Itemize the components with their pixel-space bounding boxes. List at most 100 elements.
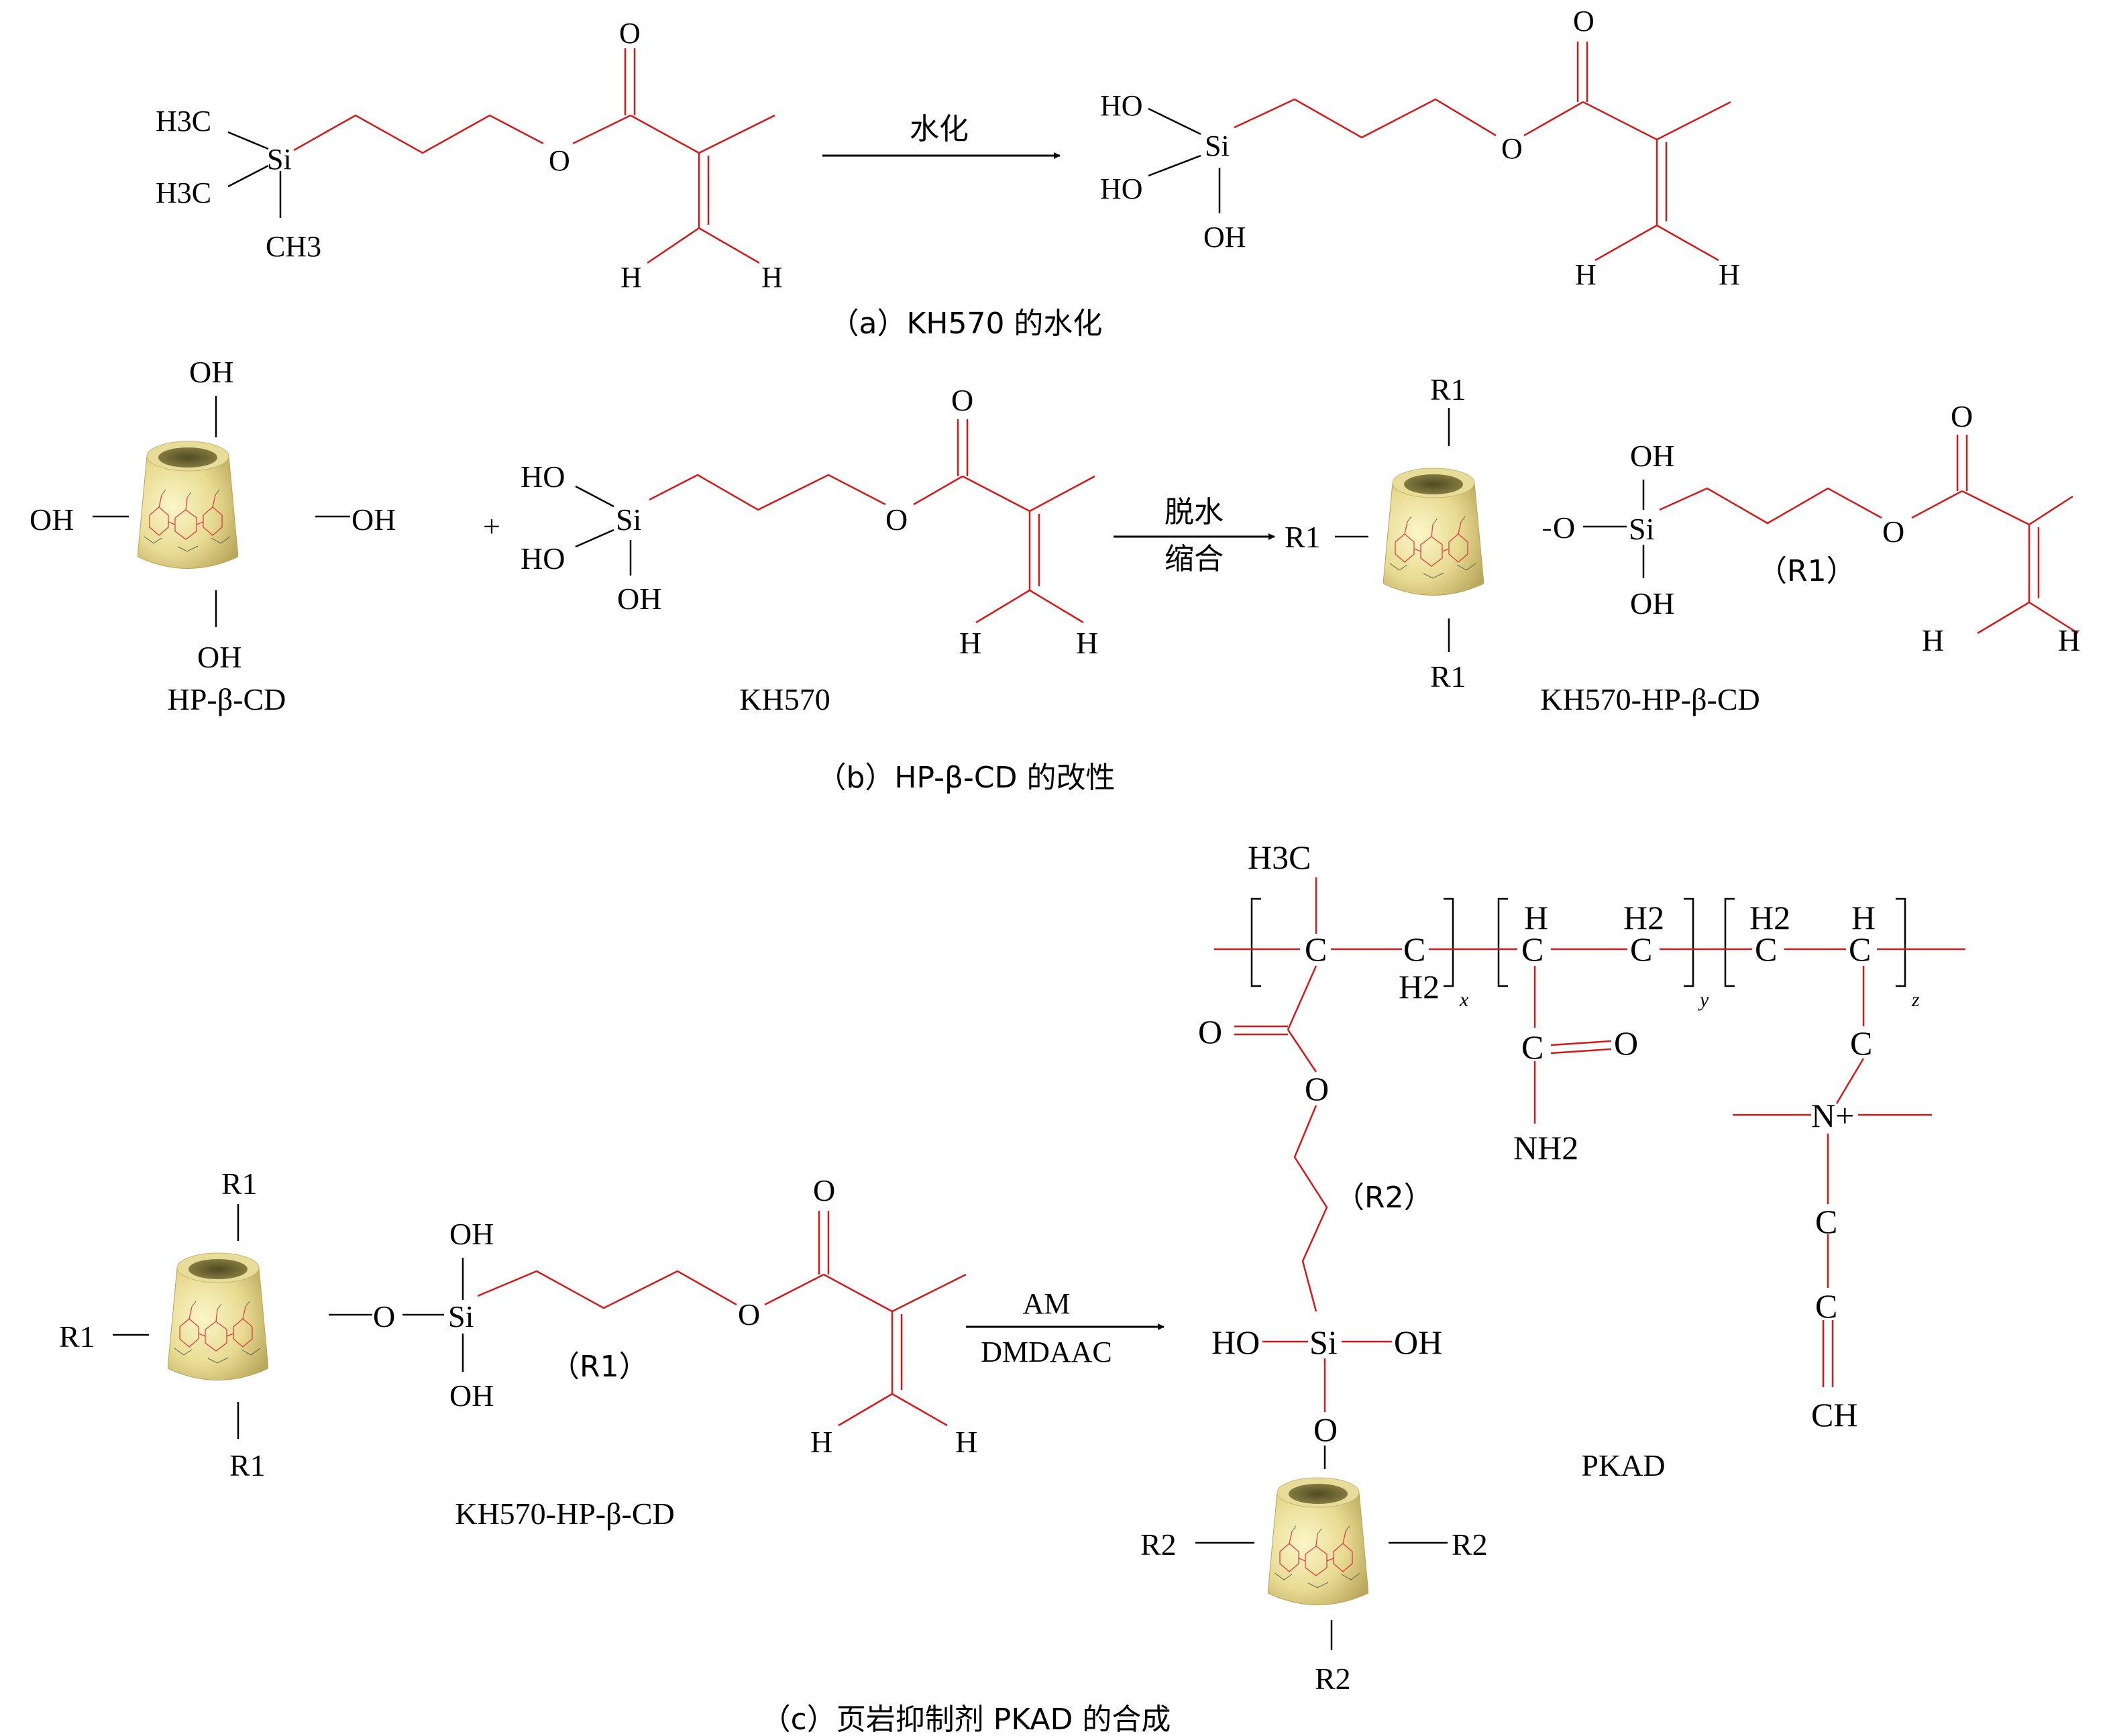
- panel-a-product: HO HO OH Si O O H H: [1100, 5, 1740, 291]
- silicon-atom: Si: [1629, 512, 1654, 546]
- methyl-label: CH3: [266, 230, 321, 263]
- compound-name: KH570-HP-β-CD: [455, 1497, 675, 1531]
- ester-oxygen: O: [738, 1297, 760, 1332]
- r2-label: R2: [1140, 1527, 1177, 1562]
- carbon-atom: C: [1755, 930, 1777, 968]
- r2-group-tag: （R2）: [1335, 1181, 1433, 1215]
- carbon-atom: C: [1850, 1024, 1872, 1062]
- vinyl-hydrogen: H: [1719, 258, 1740, 291]
- linking-oxygen: O: [1313, 1411, 1338, 1448]
- r1-group-tag: （R1）: [550, 1350, 649, 1384]
- arrow-label: 脱水: [1164, 495, 1224, 529]
- carbon-atom: C: [1815, 1203, 1837, 1240]
- methyl-label: H3C: [1248, 838, 1311, 876]
- vinyl-hydrogen: H: [959, 626, 981, 660]
- compound-name: PKAD: [1581, 1448, 1665, 1482]
- carbonyl-oxygen: O: [1198, 1013, 1222, 1050]
- caption-b: （b）HP-β-CD 的改性: [816, 761, 1115, 795]
- carbonyl-oxygen: O: [951, 383, 973, 417]
- ammonium-nitrogen: N+: [1811, 1097, 1854, 1134]
- panel-b: OH OH OH OH HP-β-CD +: [30, 355, 2080, 795]
- carbon-atom: C: [1521, 1028, 1543, 1066]
- methine-label: CH: [1811, 1396, 1857, 1433]
- hydroxyl-label: OH: [449, 1378, 494, 1413]
- subscript-z: z: [1911, 989, 1920, 1011]
- hydroxyl-label: OH: [1394, 1323, 1442, 1361]
- silicon-atom: Si: [1309, 1323, 1338, 1361]
- arrow-label: DMDAAC: [981, 1336, 1112, 1368]
- panel-a-reactant: H3C H3C CH3 Si O O H H: [156, 17, 783, 294]
- compound-name: KH570-HP-β-CD: [1540, 682, 1760, 716]
- plus-sign: +: [483, 509, 500, 543]
- vinyl-hydrogen: H: [1076, 626, 1098, 660]
- silicon-atom: Si: [1205, 129, 1230, 162]
- r1-label: R1: [1430, 372, 1466, 406]
- hydroxyl-label: OH: [189, 355, 233, 389]
- carbon-atom: C: [1403, 930, 1425, 968]
- vinyl-hydrogen: H: [810, 1425, 832, 1459]
- carbon-atom: C: [1815, 1287, 1837, 1325]
- carbon-atom: C: [1630, 930, 1652, 968]
- vinyl-hydrogen: H: [1575, 258, 1596, 291]
- hydroxyl-label: OH: [1630, 586, 1674, 620]
- ester-oxygen: O: [1305, 1070, 1329, 1107]
- hpbcd-molecule: OH OH OH OH HP-β-CD: [30, 355, 396, 716]
- linking-oxygen: O: [373, 1299, 395, 1334]
- pkad-polymer: H3C C C H2 x H C H2 C y H2 C H C z O O （…: [1140, 838, 1965, 1696]
- carbon-atom: C: [1305, 930, 1327, 968]
- methylene-h2: H2: [1399, 968, 1440, 1006]
- caption-c: （c）页岩抑制剂 PKAD 的合成: [761, 1702, 1171, 1736]
- carbonyl-oxygen: O: [1573, 5, 1594, 38]
- methylene-h2: H2: [1749, 899, 1790, 936]
- methylene-h2: H2: [1623, 899, 1664, 936]
- compound-name: KH570: [739, 682, 830, 716]
- r2-label: R2: [1315, 1662, 1351, 1696]
- hydroxyl-label: OH: [617, 582, 661, 616]
- hydroxyl-label: OH: [1630, 439, 1674, 473]
- carbon-atom: C: [1849, 930, 1871, 968]
- hydroxyl-label: HO: [1100, 89, 1143, 122]
- silicon-atom: Si: [448, 1299, 474, 1334]
- r1-label: R1: [1285, 520, 1321, 554]
- silicon-atom: Si: [616, 502, 641, 537]
- cyclodextrin-cup: [1383, 468, 1484, 596]
- linking-oxygen: O: [1553, 510, 1575, 545]
- kh570-molecule: HO HO OH Si O O H H KH570: [521, 383, 1098, 716]
- r1-label: R1: [59, 1319, 95, 1354]
- hydroxyl-label: OH: [30, 502, 74, 537]
- subscript-x: x: [1459, 989, 1469, 1011]
- hydroxyl-label: HO: [521, 459, 565, 494]
- arrow-label: 水化: [910, 112, 969, 146]
- vinyl-hydrogen: H: [761, 261, 783, 294]
- panel-c-reactant: R1 R1 R1 O Si OH OH （R1） O O H H KH570-H…: [59, 1167, 977, 1531]
- r1-label: R1: [221, 1167, 258, 1201]
- r1-group-tag: （R1）: [1757, 554, 1856, 588]
- vinyl-hydrogen: H: [1922, 623, 1944, 657]
- compound-name: HP-β-CD: [168, 682, 286, 716]
- amide-oxygen: O: [1614, 1024, 1638, 1062]
- subscript-y: y: [1698, 989, 1709, 1011]
- carbonyl-oxygen: O: [813, 1173, 835, 1207]
- hydroxyl-label: OH: [197, 640, 241, 674]
- ester-oxygen: O: [1501, 132, 1523, 165]
- hydroxyl-label: HO: [521, 541, 565, 576]
- panel-a: H3C H3C CH3 Si O O H H 水化: [156, 5, 1740, 341]
- hydrogen-label: H: [1851, 899, 1876, 936]
- silicon-atom: Si: [267, 143, 292, 176]
- carbonyl-oxygen: O: [619, 17, 641, 50]
- vinyl-hydrogen: H: [2058, 623, 2080, 657]
- hydroxyl-label: OH: [351, 502, 396, 537]
- panel-c: R1 R1 R1 O Si OH OH （R1） O O H H KH570-H…: [59, 838, 1965, 1736]
- hydroxyl-label: HO: [1211, 1323, 1260, 1361]
- r1-label: R1: [1430, 659, 1466, 694]
- carbonyl-oxygen: O: [1951, 399, 1973, 433]
- amine-label: NH2: [1513, 1129, 1578, 1167]
- r2-label: R2: [1452, 1527, 1488, 1562]
- hydroxyl-label: HO: [1100, 172, 1143, 205]
- cyclodextrin-cup: [138, 441, 238, 569]
- methyl-label: H3C: [156, 105, 211, 138]
- vinyl-hydrogen: H: [620, 261, 642, 294]
- carbon-atom: C: [1521, 930, 1543, 968]
- cyclodextrin-cup: [1268, 1477, 1368, 1606]
